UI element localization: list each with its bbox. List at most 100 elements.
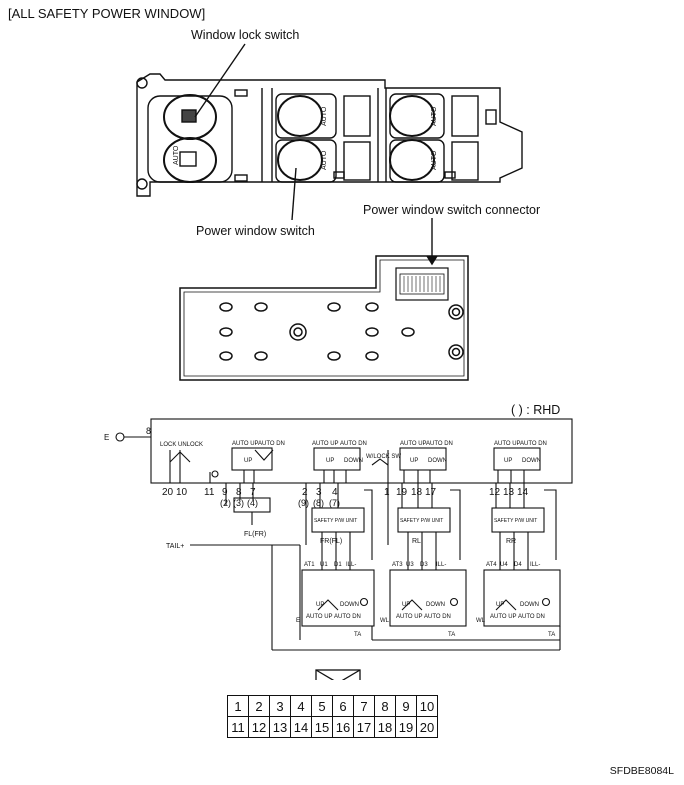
wl-label: WL <box>380 618 390 624</box>
sub-label: AT3 <box>392 562 403 568</box>
auto-dn-label: AUTO DN <box>520 441 547 447</box>
rhd-pin-number: (7) <box>329 498 340 508</box>
auto-label: AUTO <box>321 106 328 126</box>
pin-number: 19 <box>396 487 408 498</box>
ta-label: TA <box>448 632 455 638</box>
pin-row: 1 2 3 4 5 6 7 8 9 10 <box>227 695 438 717</box>
ta-label: TA <box>354 632 361 638</box>
auto-dn-label: AUTO DN <box>258 441 285 447</box>
sub-label: U3 <box>406 562 414 568</box>
pin-cell: 14 <box>290 716 312 738</box>
e-label: E <box>296 618 300 624</box>
pin-cell: 10 <box>416 695 438 717</box>
auto-up-label: AUTO UP <box>306 614 333 620</box>
window-lock-switch-label: Window lock switch <box>191 28 300 42</box>
auto-dn-label: AUTO DN <box>518 614 545 620</box>
lock-label: LOCK <box>160 442 176 448</box>
sub-label: D3 <box>420 562 428 568</box>
rhd-pin-number: (2) <box>220 498 231 508</box>
down-label: DOWN <box>520 602 539 608</box>
sub-label: U1 <box>320 562 328 568</box>
power-window-switch-connector-label: Power window switch connector <box>363 203 541 217</box>
up-label: UP <box>244 458 252 464</box>
auto-up-label: AUTO UP <box>396 614 423 620</box>
safety-unit-label: SAFETY P/W UNIT <box>314 518 357 524</box>
auto-label: AUTO <box>431 106 438 126</box>
unlock-label: UNLOCK <box>178 442 203 448</box>
down-label: DOWN <box>428 458 447 464</box>
reference-code: SFDBE8084L <box>609 765 674 777</box>
pin-number: 3 <box>316 487 322 498</box>
rhd-pin-number: (4) <box>247 498 258 508</box>
safety-unit-label: SAFETY P/W UNIT <box>494 518 537 524</box>
pin-cell: 2 <box>248 695 270 717</box>
up-label: UP <box>504 458 512 464</box>
pin-number: 1 <box>384 487 390 498</box>
sub-label: AT1 <box>304 562 315 568</box>
switch-assembly-drawing: AUTO AUTO AUTO AUTO AUTO <box>136 43 523 381</box>
pin-number: 18 <box>411 487 423 498</box>
ill-label: ILL- <box>436 562 446 568</box>
auto-up-label: AUTO UP <box>494 441 521 447</box>
pin-number: 14 <box>517 487 529 498</box>
up-label: UP <box>316 602 324 608</box>
pin-number: 8 <box>236 487 242 498</box>
auto-up-label: AUTO UP <box>490 614 517 620</box>
pin-cell: 12 <box>248 716 270 738</box>
auto-dn-label: AUTO DN <box>340 441 367 447</box>
rhd-note: ( ) : RHD <box>511 403 561 417</box>
fr-label: FR(FL) <box>320 538 342 545</box>
pin-cell: 5 <box>311 695 333 717</box>
pin-number: 7 <box>250 487 256 498</box>
rhd-pin-number: (3) <box>233 498 244 508</box>
pin-number: 20 <box>162 487 174 498</box>
connector-pin-table: 1 2 3 4 5 6 7 8 9 10 11 12 13 14 15 16 1… <box>227 695 438 738</box>
auto-dn-label: AUTO DN <box>424 614 451 620</box>
auto-label: AUTO <box>321 150 328 170</box>
pin-cell: 18 <box>374 716 396 738</box>
up-label: UP <box>402 602 410 608</box>
pin-row: 11 12 13 14 15 16 17 18 19 20 <box>227 716 438 738</box>
ta-label: TA <box>548 632 555 638</box>
rhd-pin-number: (8) <box>313 498 324 508</box>
sub-label: D1 <box>334 562 342 568</box>
sub-label: U4 <box>500 562 508 568</box>
up-label: UP <box>410 458 418 464</box>
pin-cell: 13 <box>269 716 291 738</box>
fl-label: FL(FR) <box>244 531 266 538</box>
down-label: DOWN <box>426 602 445 608</box>
up-label: UP <box>496 602 504 608</box>
sub-label: AT4 <box>486 562 497 568</box>
auto-up-label: AUTO UP <box>312 441 339 447</box>
pin-cell: 15 <box>311 716 333 738</box>
pin-number: 12 <box>489 487 501 498</box>
pin-number: 9 <box>222 487 228 498</box>
down-label: DOWN <box>522 458 541 464</box>
sub-label: D4 <box>514 562 522 568</box>
pin-cell: 8 <box>374 695 396 717</box>
tail-label: TAIL+ <box>166 543 184 550</box>
pin-cell: 16 <box>332 716 354 738</box>
rr-label: RR <box>506 538 516 545</box>
pin-cell: 19 <box>395 716 417 738</box>
power-window-switch-label: Power window switch <box>196 224 315 238</box>
auto-label: AUTO <box>173 145 180 165</box>
page-title: [ALL SAFETY POWER WINDOW] <box>8 6 206 21</box>
pin-cell: 4 <box>290 695 312 717</box>
pin-number: 4 <box>332 487 338 498</box>
ground-terminal-label: E <box>104 433 109 442</box>
pin-cell: 20 <box>416 716 438 738</box>
pin-number: 2 <box>302 487 308 498</box>
pin-cell: 6 <box>332 695 354 717</box>
pin-cell: 1 <box>227 695 249 717</box>
auto-label: AUTO <box>431 150 438 170</box>
wl-label: WL <box>476 618 486 624</box>
auto-dn-label: AUTO DN <box>426 441 453 447</box>
circuit-schematic: E 8 LOCK UNLOCK AUTO UP AUTO DN AUTO UP … <box>104 418 573 680</box>
pin-cell: 17 <box>353 716 375 738</box>
auto-up-label: AUTO UP <box>232 441 259 447</box>
up-label: UP <box>326 458 334 464</box>
rl-label: RL <box>412 538 421 545</box>
ill-label: ILL- <box>346 562 356 568</box>
